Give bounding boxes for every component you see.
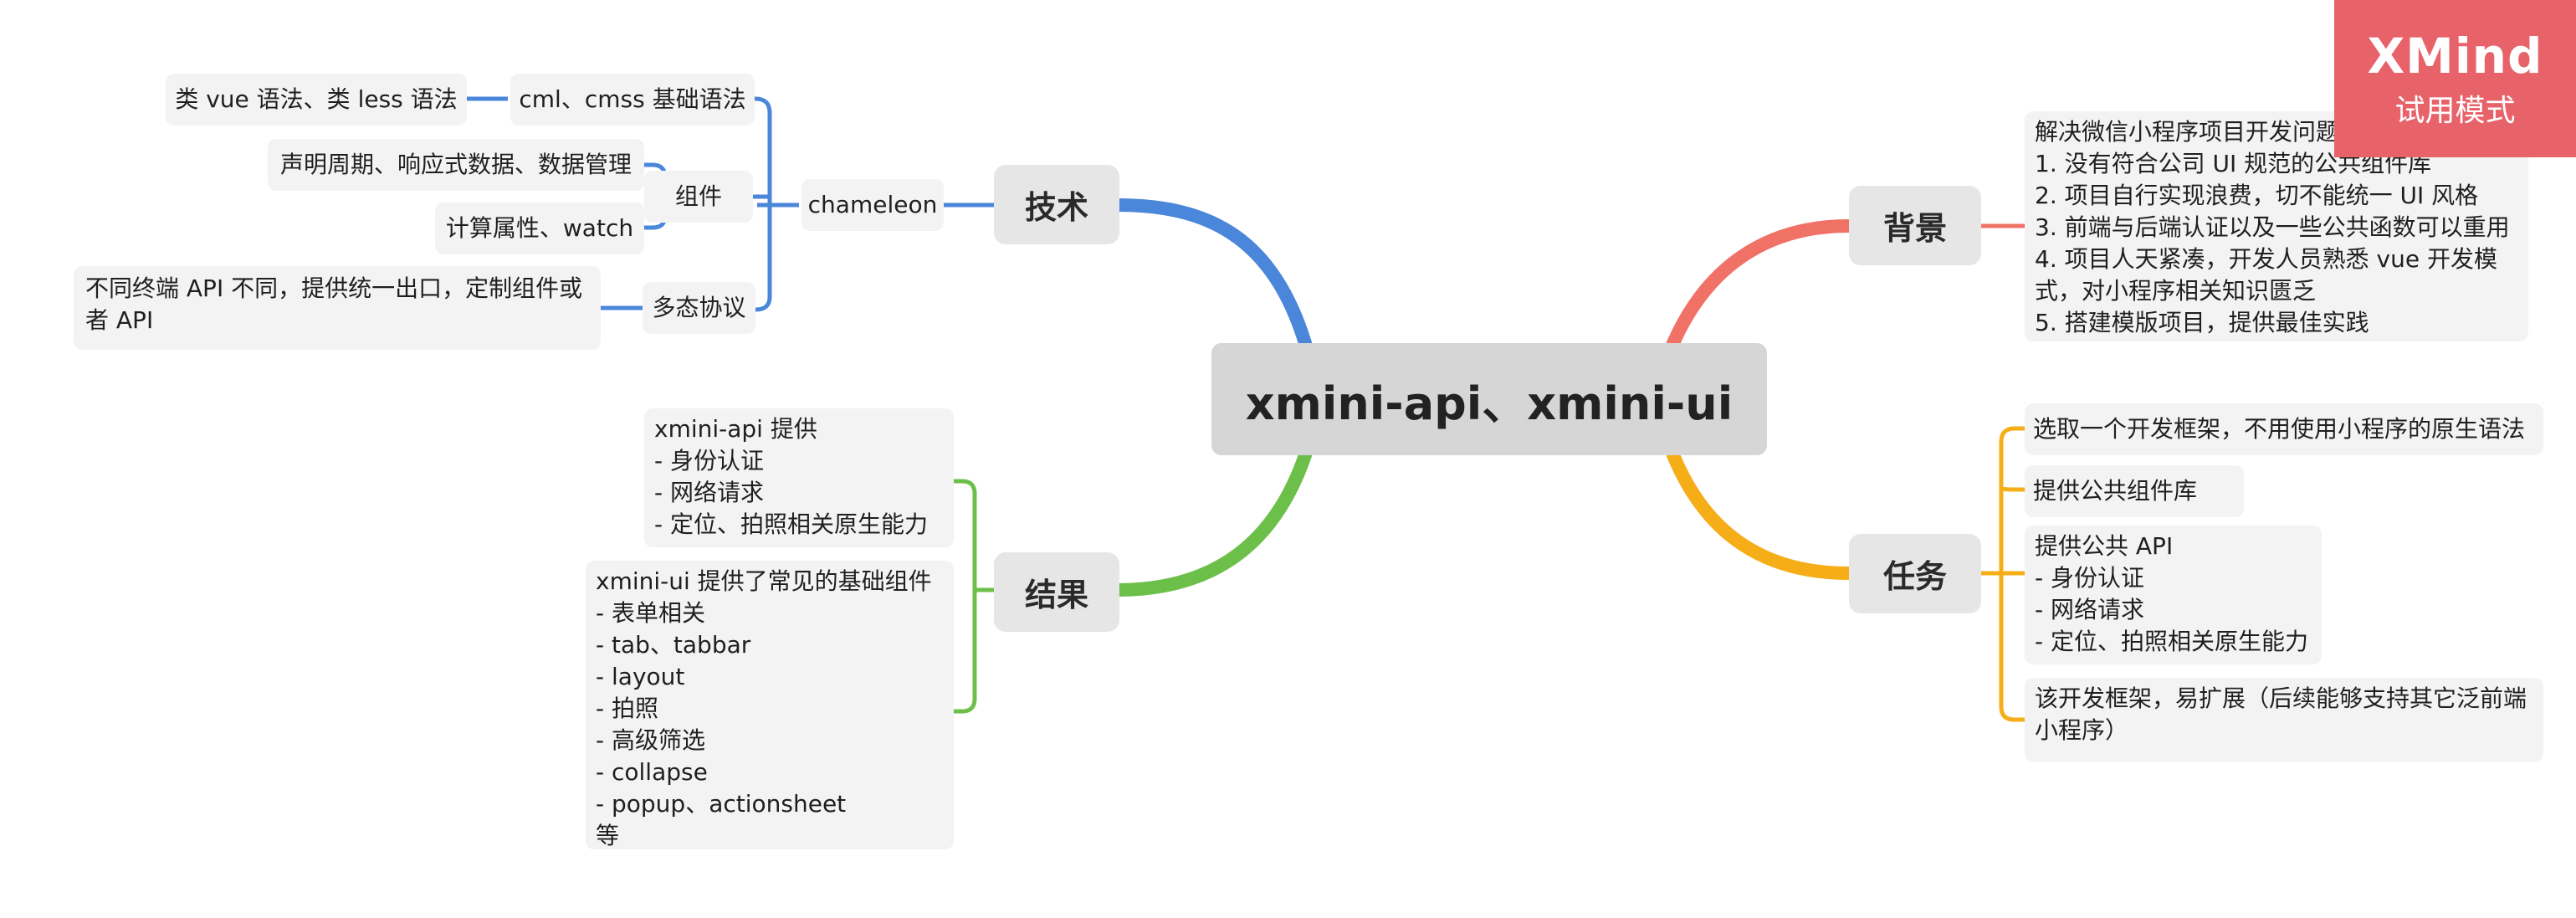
connector-root-background: [1667, 219, 1856, 350]
subtopic-task-component-lib[interactable]: 提供公共组件库: [2025, 465, 2244, 517]
subtopic-polymorphic[interactable]: 多态协议: [643, 282, 755, 334]
subtopic-lifecycle[interactable]: 声明周期、响应式数据、数据管理: [268, 139, 644, 191]
subtopic-xmini-api[interactable]: xmini-api 提供 - 身份认证 - 网络请求 - 定位、拍照相关原生能力: [644, 408, 954, 547]
subtopic-polymorphic-detail[interactable]: 不同终端 API 不同，提供统一出口，定制组件或者 API: [74, 266, 601, 350]
subtopic-cml-basic-syntax[interactable]: cml、cmss 基础语法: [510, 74, 755, 126]
subtopic-task-extensible[interactable]: 该开发框架，易扩展（后续能够支持其它泛前端小程序）: [2025, 678, 2543, 762]
subtopic-cml-detail[interactable]: 类 vue 语法、类 less 语法: [166, 74, 467, 126]
watermark-brand: XMind: [2367, 28, 2543, 85]
connector-root-task: [1667, 449, 1856, 580]
topic-background[interactable]: 背景: [1849, 186, 1981, 265]
subtopic-xmini-ui[interactable]: xmini-ui 提供了常见的基础组件 - 表单相关 - tab、tabbar …: [586, 561, 954, 849]
subtopic-computed-watch[interactable]: 计算属性、watch: [435, 203, 644, 254]
watermark-mode: 试用模式: [2394, 94, 2516, 128]
subtopic-task-public-api[interactable]: 提供公共 API - 身份认证 - 网络请求 - 定位、拍照相关原生能力: [2025, 526, 2322, 664]
subtopic-task-framework[interactable]: 选取一个开发框架，不用使用小程序的原生语法: [2025, 403, 2543, 455]
topic-result[interactable]: 结果: [994, 552, 1119, 632]
root-topic[interactable]: xmini-api、xmini-ui: [1211, 343, 1767, 455]
connector-root-result: [1110, 449, 1312, 597]
topic-task[interactable]: 任务: [1849, 534, 1981, 613]
xmind-trial-watermark: XMind 试用模式: [2334, 0, 2576, 157]
topic-tech[interactable]: 技术: [994, 165, 1119, 244]
subtopic-component[interactable]: 组件: [644, 171, 753, 223]
connector-root-tech: [1110, 198, 1312, 350]
subtopic-chameleon[interactable]: chameleon: [801, 179, 944, 231]
